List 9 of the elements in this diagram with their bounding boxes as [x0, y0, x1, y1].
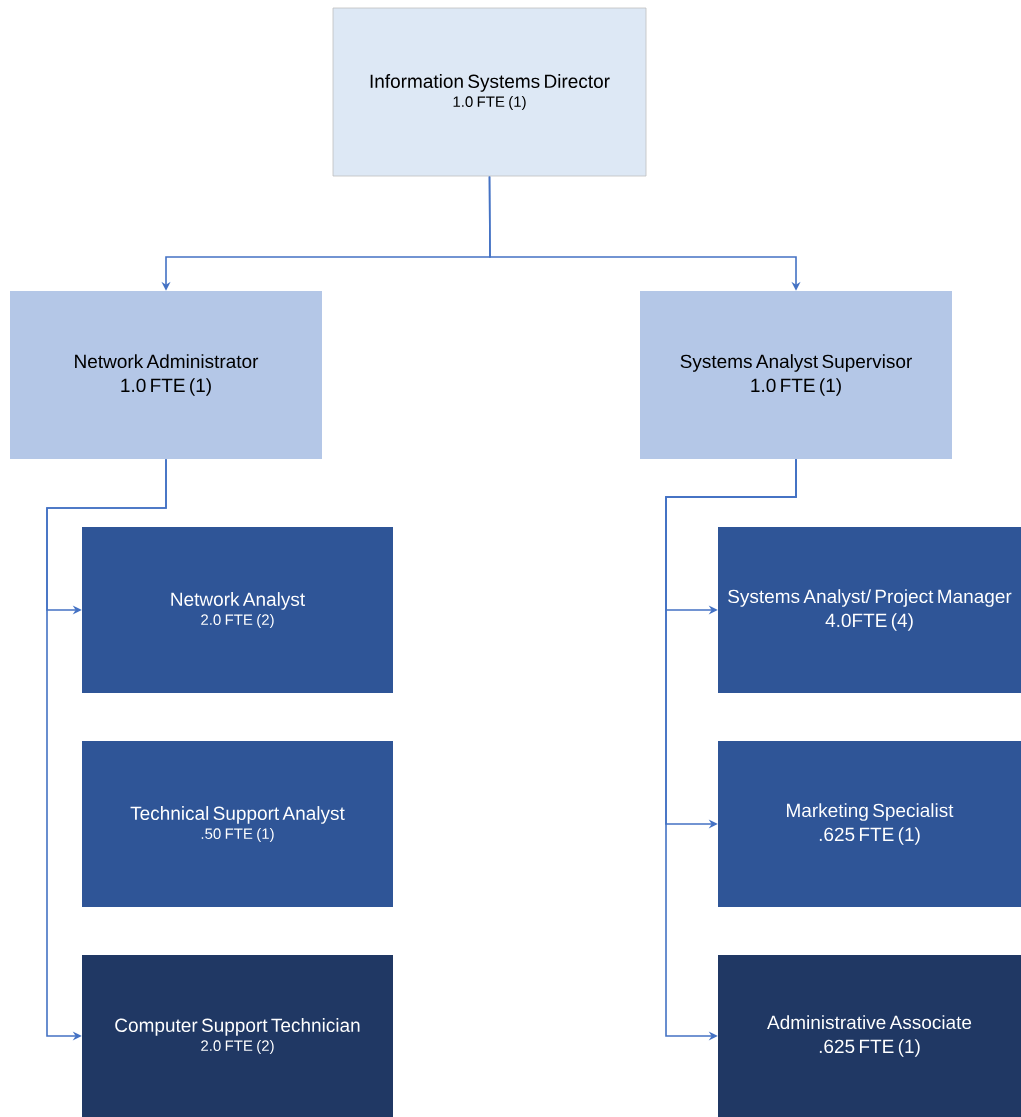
position-box: Technical Support Analyst .50 FTE (1) — [82, 741, 393, 907]
position-box: Network Administrator 1.0 FTE (1) — [10, 291, 322, 459]
position-box: Computer Support Technician 2.0 FTE (2) — [82, 955, 393, 1117]
position-box: Systems Analyst/ Project Manager 4.0FTE (4) — [718, 527, 1021, 693]
position-box: Administrative Associate .625 FTE (1) — [718, 955, 1021, 1117]
position-box: Information Systems Director 1.0 FTE (1) — [332, 7, 647, 177]
position-box: Marketing Specialist .625 FTE (1) — [718, 741, 1021, 907]
position-box: Network Analyst 2.0 FTE (2) — [82, 527, 393, 693]
position-box: Systems Analyst Supervisor 1.0 FTE (1) — [640, 291, 952, 459]
